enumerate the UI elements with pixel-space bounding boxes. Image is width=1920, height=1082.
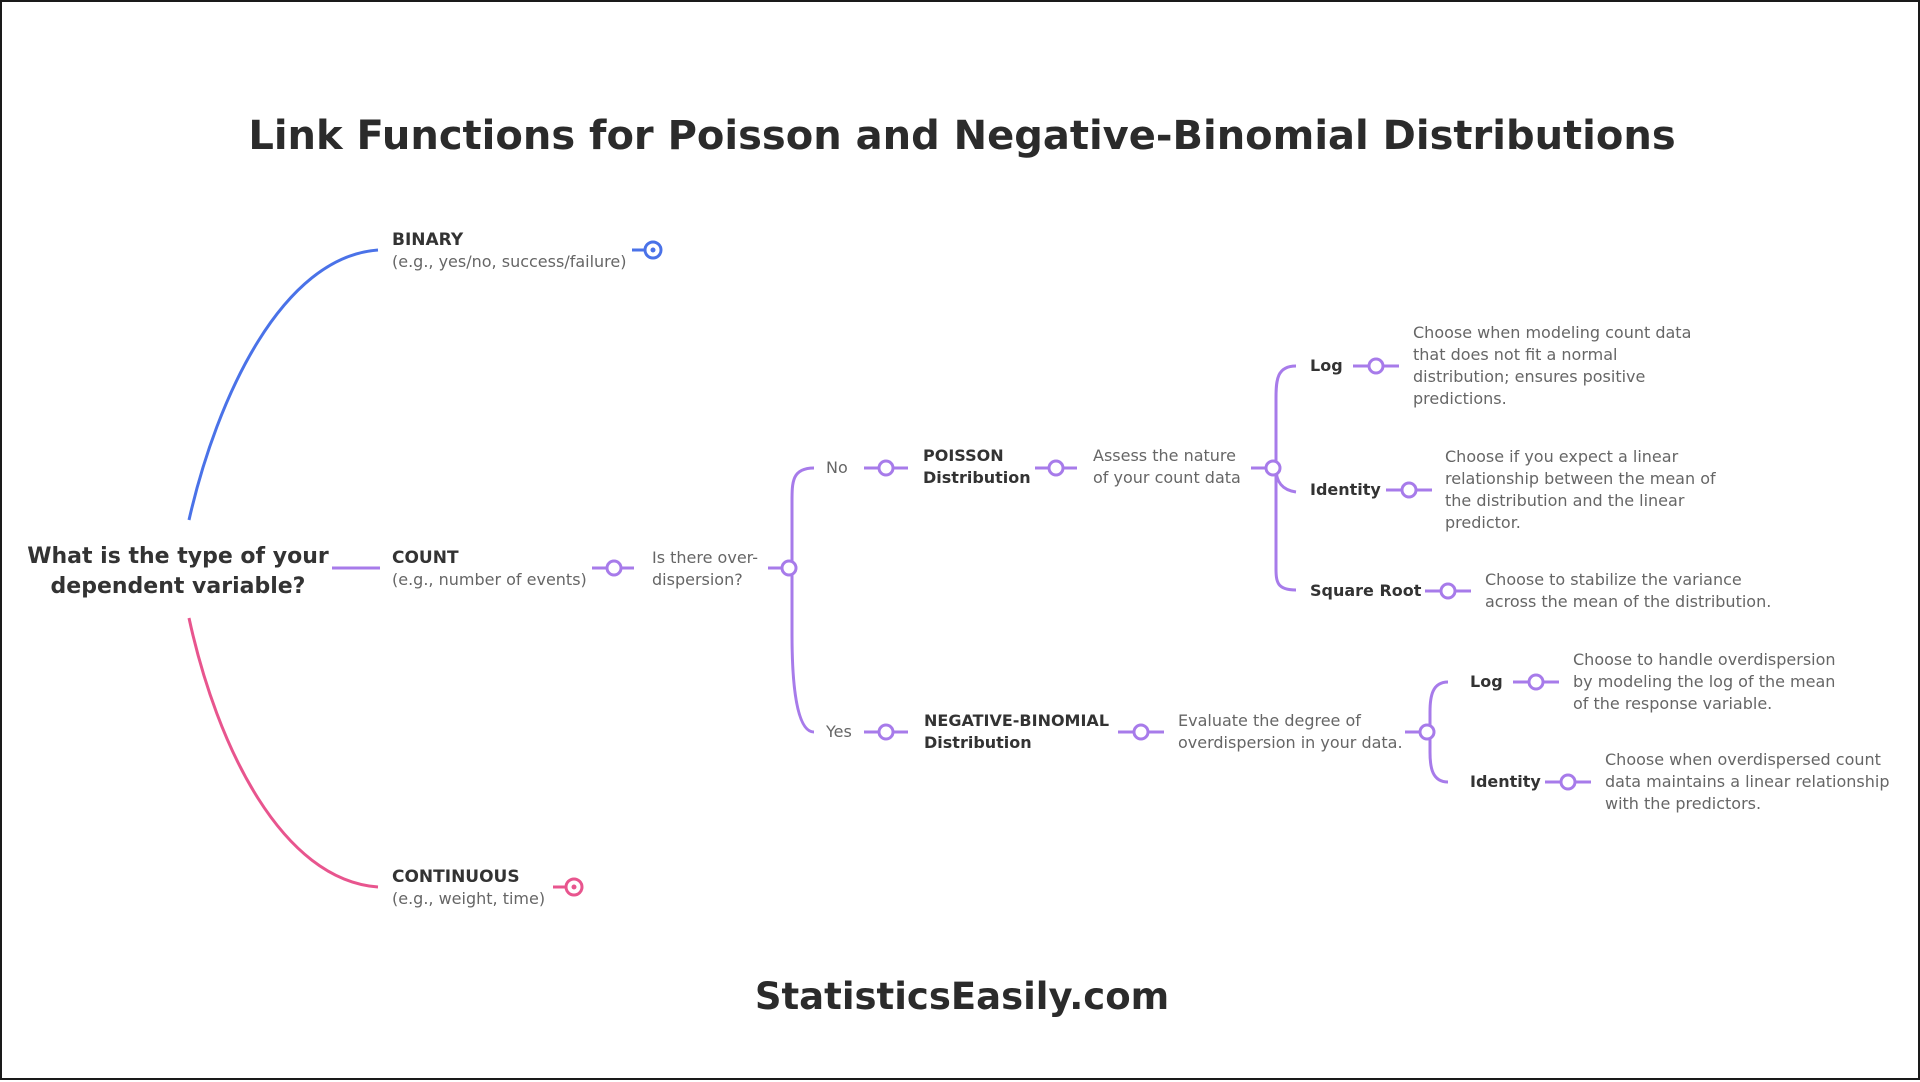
binary-label: BINARY	[392, 230, 464, 250]
poisson-connector[interactable]	[1047, 459, 1065, 477]
poisson-links-connector[interactable]	[1264, 459, 1282, 477]
continuous-label: CONTINUOUS	[392, 867, 520, 887]
poisson-name-1: POISSON	[923, 446, 1004, 465]
negbin-name-2: Distribution	[924, 733, 1032, 752]
negbin-branch: Yes NEGATIVE-BINOMIAL Distribution Evalu…	[825, 650, 1889, 813]
negbin-log-connector[interactable]	[1527, 673, 1545, 691]
diagram-title: Link Functions for Poisson and Negative-…	[248, 113, 1675, 159]
negbin-identity-desc-1: Choose when overdispersed count	[1605, 750, 1881, 769]
poisson-step-2: of your count data	[1093, 468, 1241, 487]
poisson-sqrt-connector[interactable]	[1439, 582, 1457, 600]
root-node: What is the type of your dependent varia…	[27, 544, 329, 599]
site-footer: StatisticsEasily.com	[755, 975, 1169, 1018]
negbin-identity-desc-3: with the predictors.	[1605, 794, 1761, 813]
poisson-log-connector[interactable]	[1367, 357, 1385, 375]
poisson-step-1: Assess the nature	[1093, 446, 1236, 465]
root-line-1: What is the type of your	[27, 544, 329, 569]
poisson-sqrt-label: Square Root	[1310, 581, 1422, 600]
branch-continuous	[187, 617, 379, 889]
poisson-sqrt-desc-2: across the mean of the distribution.	[1485, 592, 1771, 611]
branch-binary	[187, 248, 379, 521]
negbin-identity-connector[interactable]	[1559, 773, 1577, 791]
count-example: (e.g., number of events)	[392, 570, 587, 589]
poisson-identity-desc-4: predictor.	[1445, 513, 1521, 532]
negbin-log-desc-2: by modeling the log of the mean	[1573, 672, 1835, 691]
poisson-branch: No POISSON Distribution Assess the natur…	[826, 323, 1771, 611]
negbin-identity-label: Identity	[1470, 772, 1541, 791]
negbin-log-label: Log	[1470, 672, 1503, 691]
negbin-log-desc-1: Choose to handle overdispersion	[1573, 650, 1836, 669]
poisson-sqrt-desc-1: Choose to stabilize the variance	[1485, 570, 1742, 589]
yes-label: Yes	[825, 722, 852, 741]
poisson-log-label: Log	[1310, 356, 1343, 375]
question-line-2: dispersion?	[652, 570, 743, 589]
question-line-1: Is there over-	[652, 548, 758, 567]
negbin-step-2: overdispersion in your data.	[1178, 733, 1403, 752]
negbin-step-1: Evaluate the degree of	[1178, 711, 1361, 730]
poisson-identity-desc-1: Choose if you expect a linear	[1445, 447, 1679, 466]
poisson-identity-label: Identity	[1310, 480, 1381, 499]
poisson-identity-desc-2: relationship between the mean of	[1445, 469, 1716, 488]
question-connector[interactable]	[780, 559, 798, 577]
continuous-node: CONTINUOUS (e.g., weight, time)	[392, 867, 584, 908]
continuous-example: (e.g., weight, time)	[392, 889, 545, 908]
count-node-connector[interactable]	[605, 559, 623, 577]
poisson-log-desc-1: Choose when modeling count data	[1413, 323, 1691, 342]
no-connector[interactable]	[877, 459, 895, 477]
binary-node: BINARY (e.g., yes/no, success/failure)	[392, 230, 663, 271]
yes-connector[interactable]	[877, 723, 895, 741]
poisson-log-desc-4: predictions.	[1413, 389, 1507, 408]
poisson-log-desc-3: distribution; ensures positive	[1413, 367, 1645, 386]
poisson-identity-connector[interactable]	[1400, 481, 1418, 499]
count-label: COUNT	[392, 548, 459, 568]
no-label: No	[826, 458, 848, 477]
poisson-identity-desc-3: the distribution and the linear	[1445, 491, 1685, 510]
count-node: COUNT (e.g., number of events)	[392, 548, 634, 589]
negbin-links-connector[interactable]	[1418, 723, 1436, 741]
negbin-identity-desc-2: data maintains a linear relationship	[1605, 772, 1889, 791]
overdispersion-question: Is there over- dispersion?	[652, 466, 815, 734]
negbin-log-desc-3: of the response variable.	[1573, 694, 1772, 713]
root-line-2: dependent variable?	[51, 574, 306, 599]
poisson-name-2: Distribution	[923, 468, 1031, 487]
negbin-connector[interactable]	[1132, 723, 1150, 741]
binary-example: (e.g., yes/no, success/failure)	[392, 252, 626, 271]
poisson-log-desc-2: that does not fit a normal	[1413, 345, 1617, 364]
negbin-name-1: NEGATIVE-BINOMIAL	[924, 711, 1109, 730]
